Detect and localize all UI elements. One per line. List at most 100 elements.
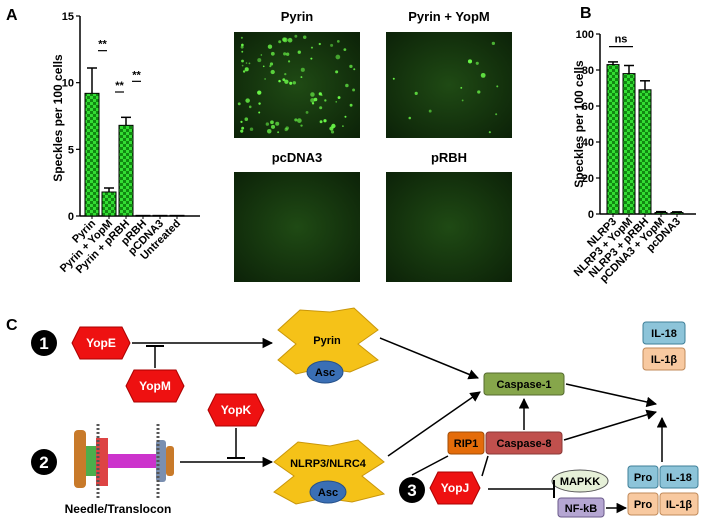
- step-2-circle: [31, 449, 57, 475]
- micrograph-speckle: [460, 86, 463, 89]
- micrograph-panel: Pyrin Pyrin + YopM pcDNA3 pRBH: [234, 9, 512, 282]
- step-2-label: 2: [39, 453, 48, 472]
- micrograph-speckle: [335, 101, 338, 103]
- micrograph-speckle: [270, 69, 275, 75]
- micrograph-speckle: [344, 115, 347, 118]
- il18-label: IL-18: [651, 328, 677, 340]
- micrograph-speckle: [241, 64, 244, 67]
- step-1-label: 1: [39, 334, 48, 353]
- micrograph-speckle: [245, 62, 248, 64]
- caspase8-box: [485, 431, 563, 455]
- chart-b-bar: [670, 212, 684, 215]
- micrograph-speckle: [262, 65, 265, 68]
- micrograph-speckle: [310, 57, 313, 60]
- step-1-circle: [31, 330, 57, 356]
- micrograph-speckle: [408, 116, 412, 120]
- micrograph-speckle: [495, 113, 498, 116]
- micrograph-speckle: [269, 65, 272, 68]
- yopj-line: [411, 455, 449, 476]
- yope-hexagon: [71, 326, 131, 360]
- micrograph-speckle: [278, 79, 281, 83]
- chart-a-bar: [84, 92, 100, 217]
- micrograph-speckle: [300, 124, 303, 127]
- micrograph-speckle: [269, 62, 274, 66]
- micrograph-speckle: [267, 44, 273, 49]
- pro-il18-pro-label: Pro: [634, 472, 653, 484]
- micrograph-speckle: [467, 59, 473, 64]
- micrograph-speckle: [237, 102, 241, 106]
- micrograph-speckle: [266, 128, 272, 134]
- chart-a-significance-label: **: [132, 69, 141, 81]
- yope-label: YopE: [86, 336, 116, 350]
- mapkk-label: MAPKK: [560, 476, 600, 488]
- micrograph-speckle: [284, 79, 289, 84]
- chart-a-ytick-label: 5: [68, 144, 74, 156]
- micrograph-title-3: pcDNA3: [272, 150, 323, 165]
- yopj-to-caspase8-line: [481, 455, 489, 477]
- micrograph-speckle: [330, 130, 335, 134]
- chart-b-bar: [654, 212, 668, 215]
- micrograph-speckle: [297, 118, 302, 123]
- nlrp-to-caspase1-arrow: [387, 391, 481, 457]
- micrograph-speckle: [278, 40, 282, 44]
- micrograph-speckle: [257, 58, 262, 63]
- asc-oval-2: [309, 480, 347, 504]
- pro-il1b-pro-label: Pro: [634, 499, 653, 511]
- pro-il1b-box: [659, 492, 699, 516]
- chart-a-ytick-label: 15: [62, 11, 74, 23]
- pyrin-star: [277, 307, 379, 375]
- micrograph-speckle: [480, 72, 486, 78]
- panel-label-b: B: [580, 5, 592, 22]
- chart-a-significance-label: **: [98, 39, 107, 51]
- micrograph-speckle: [260, 54, 263, 56]
- pro-il1b-pro-box: [627, 492, 659, 516]
- panel-label-c: C: [6, 317, 18, 334]
- caspase1-box: [483, 372, 565, 396]
- micrograph-speckle: [270, 120, 274, 125]
- panel-label-a: A: [6, 7, 18, 24]
- pro-il18-label: IL-18: [666, 472, 692, 484]
- micrograph-speckle: [329, 126, 334, 131]
- micrograph-speckle: [349, 103, 353, 107]
- micrograph-title-2: Pyrin + YopM: [408, 9, 490, 24]
- micrograph-speckle: [240, 129, 244, 133]
- caspase1-to-il-arrow: [565, 383, 658, 408]
- micrograph-speckle: [305, 110, 309, 114]
- caspase1-label: Caspase-1: [496, 379, 551, 391]
- micrograph-speckle: [336, 40, 340, 43]
- yopk-label: YopK: [221, 403, 252, 417]
- micrograph-speckle: [461, 99, 464, 102]
- micrograph-speckle: [240, 45, 244, 49]
- chart-a-bar: [101, 191, 117, 217]
- micrograph-image-3: [234, 172, 360, 282]
- yopm-label: YopM: [139, 379, 171, 393]
- chart-b-ytick-label: 0: [588, 209, 594, 221]
- micrograph-speckle: [330, 43, 334, 47]
- micrograph-speckle: [292, 81, 297, 85]
- micrograph-title-4: pRBH: [431, 150, 467, 165]
- micrograph-speckle: [488, 131, 491, 134]
- micrograph-speckle: [342, 125, 344, 128]
- micrograph-speckle: [242, 70, 246, 73]
- step-3-circle: [399, 477, 425, 503]
- micrograph-speckle: [264, 78, 266, 80]
- chart-b-ytick-label: 60: [582, 101, 594, 113]
- micrograph-speckle: [282, 37, 287, 42]
- micrograph-speckle: [428, 109, 432, 113]
- chart-a-bar: [118, 124, 134, 217]
- chart-a-ytick-label: 10: [62, 78, 74, 90]
- micrograph-speckle: [248, 62, 251, 65]
- asc-label-2: Asc: [318, 487, 338, 499]
- micrograph-speckle: [300, 76, 303, 78]
- micrograph-speckle: [324, 99, 327, 102]
- micrograph-speckle: [343, 48, 347, 52]
- chart-a-ytick-label: 0: [68, 211, 74, 223]
- micrograph-speckle: [241, 59, 244, 63]
- micrograph-speckle: [284, 127, 288, 132]
- micrograph-speckle: [277, 131, 280, 134]
- nlrp-label: NLRP3/NLRC4: [290, 458, 367, 470]
- micrograph-speckle: [257, 90, 262, 95]
- needle-translocon-label: Needle/Translocon: [65, 502, 172, 516]
- micrograph-speckle: [319, 106, 323, 110]
